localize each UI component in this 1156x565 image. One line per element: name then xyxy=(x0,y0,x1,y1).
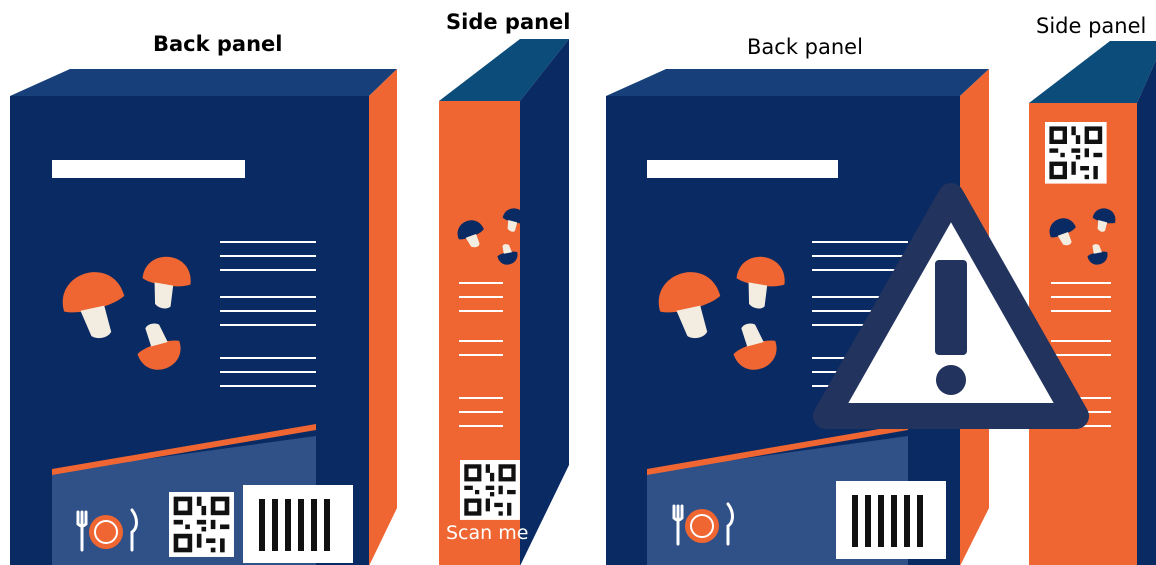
left-side-panel-label: Side panel xyxy=(446,10,571,34)
left-back-panel-box xyxy=(10,69,397,565)
qr-code-icon xyxy=(460,460,520,520)
left-back-panel-label: Back panel xyxy=(153,32,283,56)
title-placeholder-bar xyxy=(52,160,245,178)
barcode-icon xyxy=(243,485,353,563)
barcode-icon xyxy=(836,481,946,559)
right-back-panel-label: Back panel xyxy=(747,35,863,59)
scan-me-label: Scan me xyxy=(446,522,528,544)
title-placeholder-bar xyxy=(647,160,838,178)
right-side-panel-label: Side panel xyxy=(1036,14,1146,38)
left-side-panel-box xyxy=(439,39,569,565)
qr-code-icon xyxy=(169,492,234,557)
right-side-panel-box xyxy=(1029,41,1156,565)
qr-code-icon xyxy=(1045,122,1107,184)
